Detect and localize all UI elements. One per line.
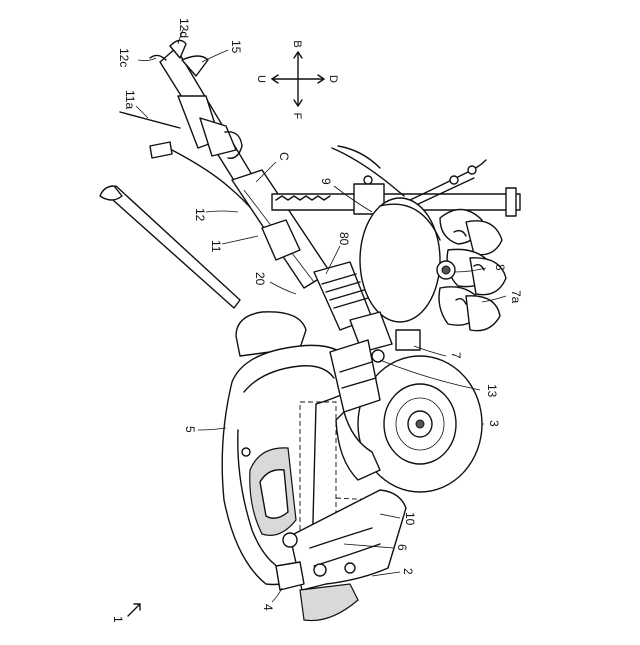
label-2: 2 [401, 568, 415, 575]
handle-block-2 [200, 118, 236, 156]
label-12: 12 [193, 208, 207, 222]
column [330, 340, 380, 412]
wire-clip-2 [468, 166, 476, 174]
pivot-13 [372, 350, 384, 362]
dir-label-down: F [291, 113, 303, 120]
label-11a: 11a [123, 90, 137, 109]
leader-4 [272, 588, 282, 602]
dir-label-up: B [291, 40, 303, 47]
leader-11 [222, 236, 258, 244]
wire-clip-1 [450, 176, 458, 184]
label-3: 3 [487, 420, 501, 427]
hub-center [442, 266, 450, 274]
arrow-1 [128, 604, 140, 616]
bolt-a [314, 564, 326, 576]
disc-cover [360, 198, 440, 322]
label-80: 80 [337, 232, 351, 246]
cover-inner [338, 146, 380, 168]
label-7a: 7a [509, 290, 523, 304]
rail-end [506, 188, 516, 216]
label-10: 10 [403, 512, 417, 526]
leader-7 [414, 346, 446, 356]
handle-assembly [100, 40, 330, 308]
bolt-6 [283, 533, 297, 547]
clip-part [150, 142, 172, 158]
axle [416, 420, 424, 428]
tine-lower-2 [466, 296, 500, 331]
leader-12 [206, 211, 238, 212]
leader-5 [198, 428, 226, 430]
leader-20 [270, 282, 296, 294]
label-7: 7 [449, 352, 463, 359]
label-15: 15 [229, 40, 243, 54]
dir-label-left: U [255, 75, 267, 83]
dir-label-right: D [327, 75, 339, 83]
tine-top-2 [466, 221, 502, 255]
front-mount-4 [276, 562, 304, 590]
disc-main [360, 198, 440, 322]
direction-indicator: B F U D [255, 40, 339, 119]
label-9: 9 [319, 178, 333, 185]
label-13: 13 [485, 384, 499, 398]
skid-plate [300, 584, 358, 621]
bolt-c [242, 448, 250, 456]
label-11: 11 [209, 240, 223, 253]
label-8: 8 [493, 264, 507, 271]
label-12c: 12c [117, 48, 131, 67]
bolt-b [345, 563, 355, 573]
leader-12c [138, 58, 156, 61]
leader-15 [202, 50, 228, 62]
label-20: 20 [253, 272, 267, 286]
label-1: 1 [111, 616, 125, 623]
fastener-top [364, 176, 372, 184]
label-12d: 12d [177, 18, 191, 38]
label-5: 5 [183, 426, 197, 433]
lever-11a [120, 112, 180, 128]
label-C: C [277, 152, 291, 161]
label-6: 6 [395, 544, 409, 551]
label-4: 4 [261, 604, 275, 611]
